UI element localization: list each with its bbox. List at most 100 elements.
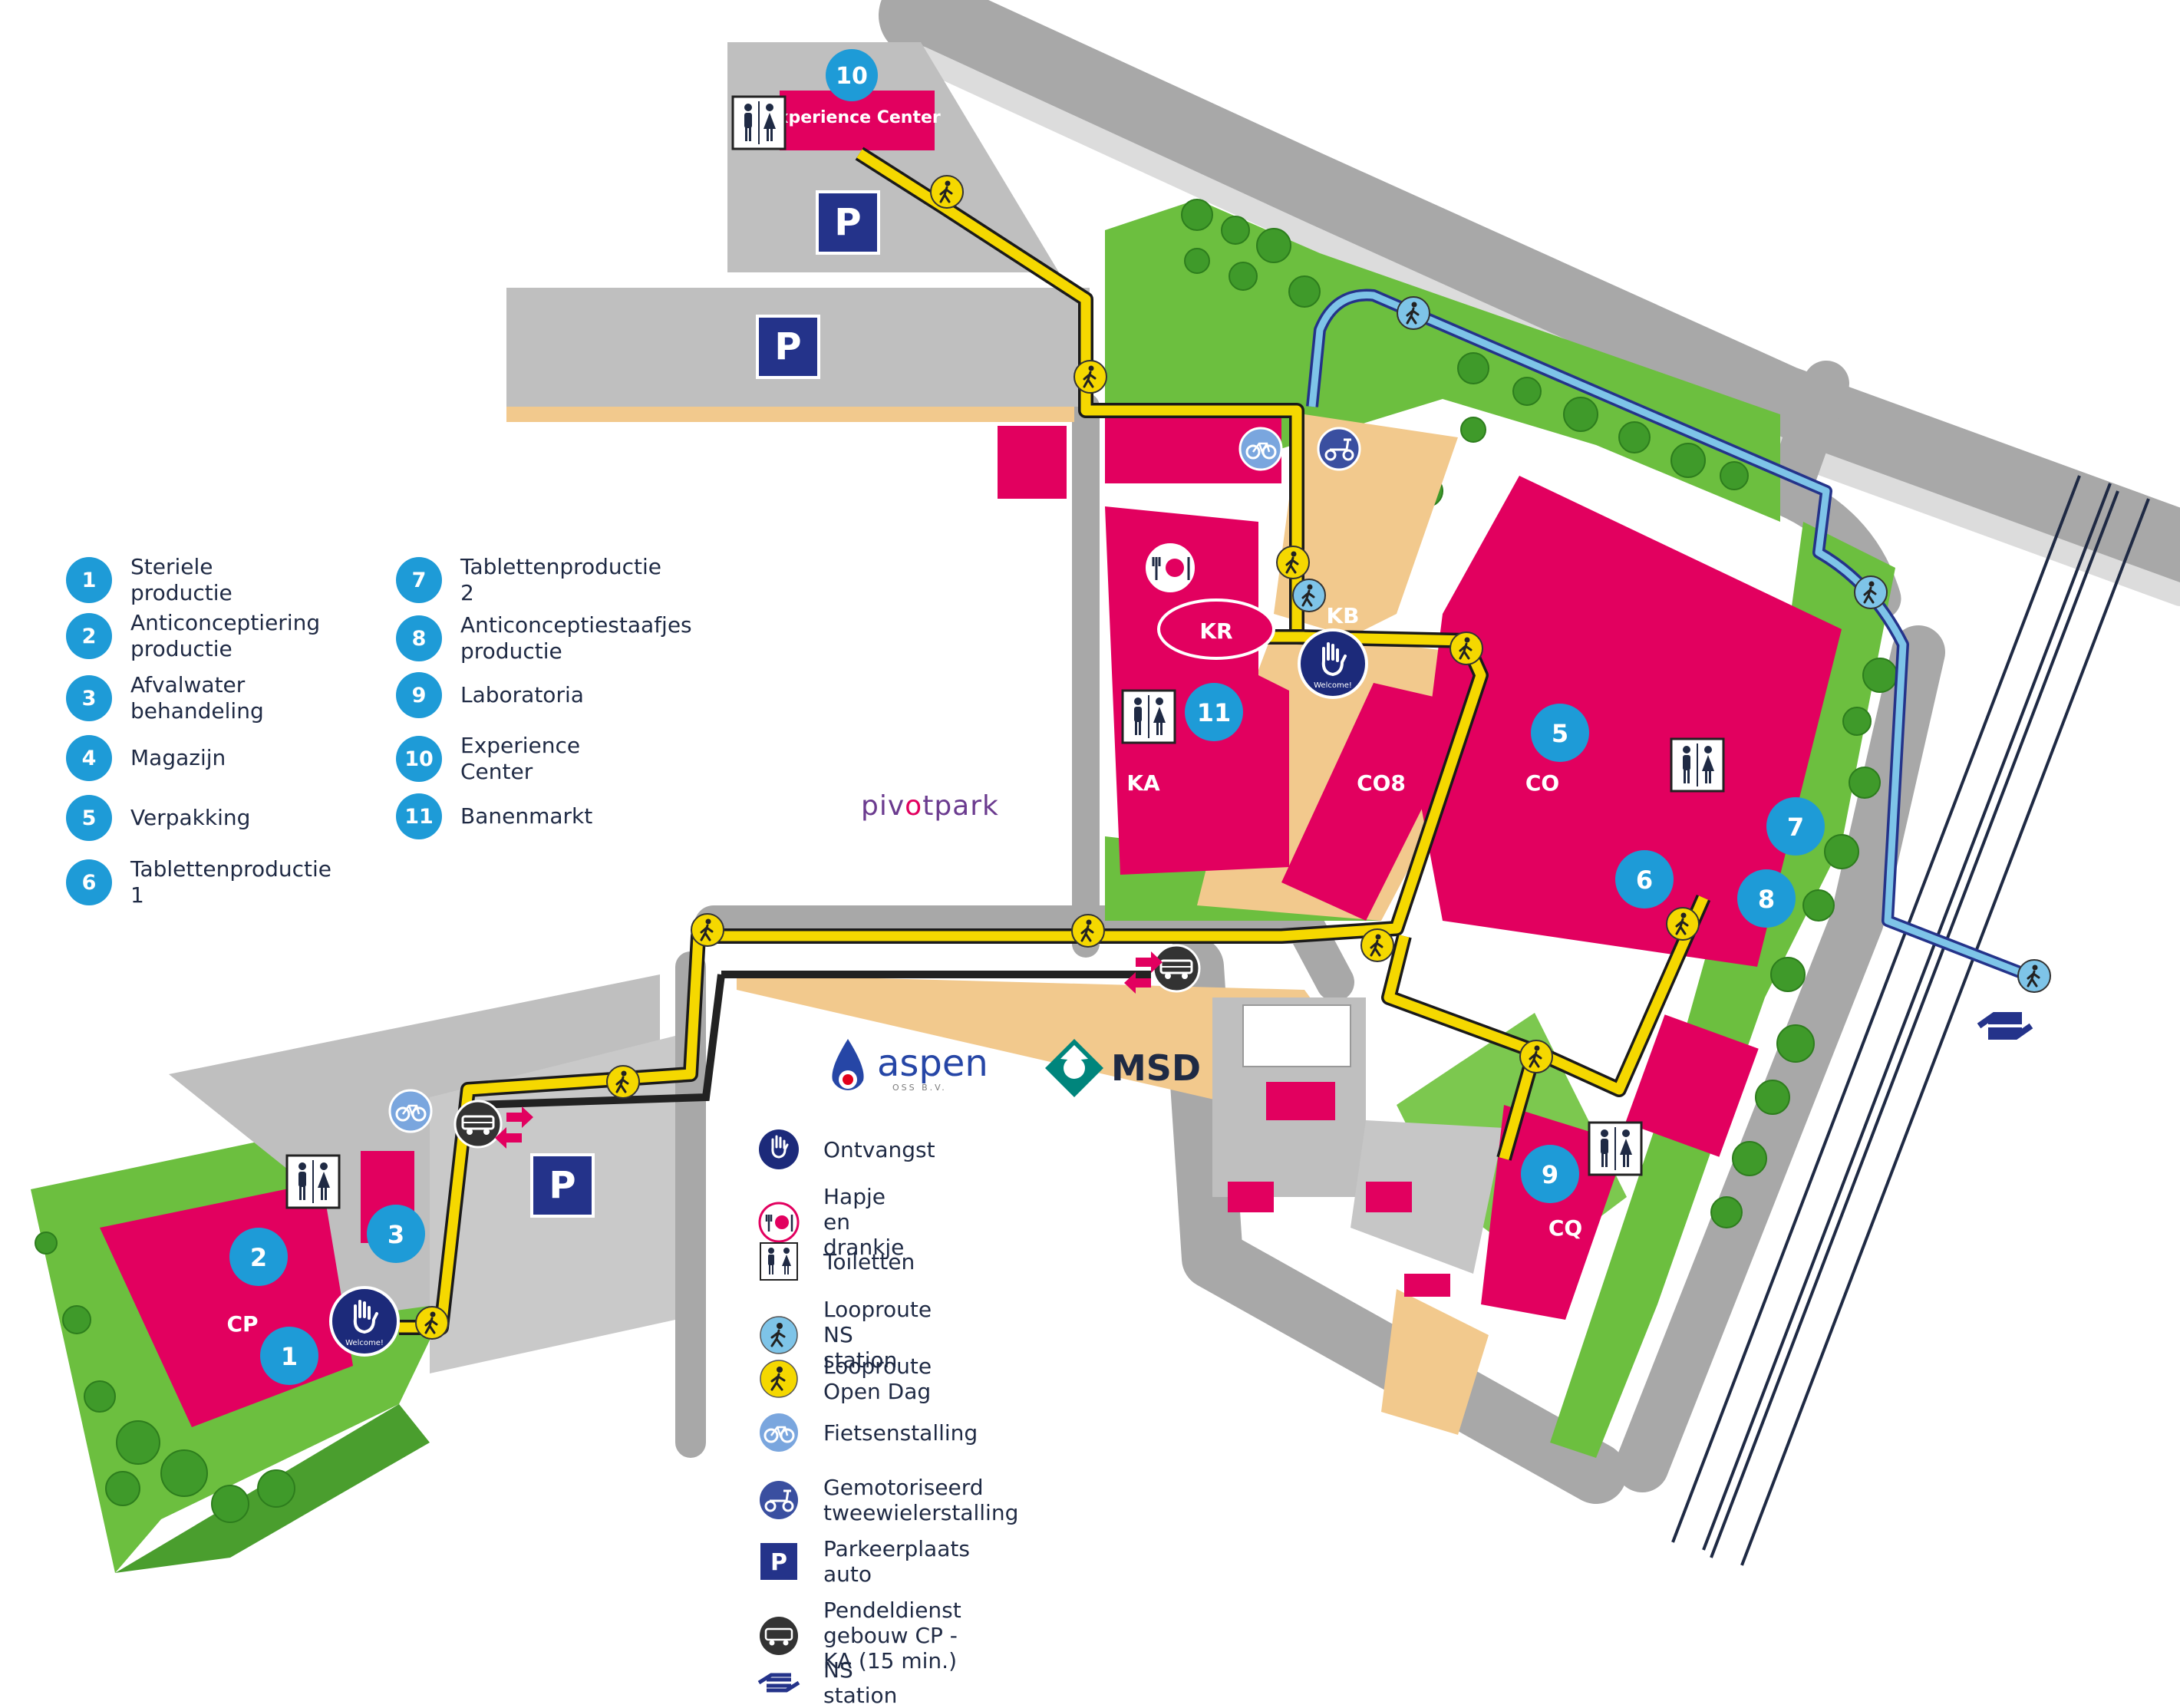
- legend-label: Banenmarkt: [460, 803, 593, 829]
- badge-11: 11: [1197, 698, 1232, 727]
- label-experience-center: Experience Center: [766, 108, 941, 127]
- building-east-low: [1625, 1014, 1759, 1157]
- label-cq: CQ: [1548, 1215, 1582, 1241]
- parking-icon: [756, 315, 820, 379]
- legend-item: 7 Tablettenproductie 2: [396, 554, 661, 606]
- legend-item: 1 Steriele productie: [66, 554, 233, 606]
- badge-10: 10: [836, 63, 868, 90]
- legend-badge: 6: [66, 859, 112, 905]
- legend-symbol-row: Fietsenstalling: [757, 1411, 978, 1454]
- bicycle-icon: [1238, 427, 1283, 471]
- building-white-south: [1242, 1004, 1351, 1067]
- legend-badge: 9: [396, 672, 442, 718]
- building-small-north: [998, 426, 1067, 499]
- legend-symbol-row: Toiletten: [757, 1240, 915, 1283]
- legend-label: Experience Center: [460, 733, 581, 784]
- legend-badge: 8: [396, 615, 442, 661]
- legend-label: Afvalwater behandeling: [130, 672, 264, 724]
- numbered-badges: 10 11 5 6 7 8 9 2 3 1: [229, 49, 1825, 1385]
- shuttle-icon: [453, 1100, 503, 1149]
- legend-badge: 7: [396, 557, 442, 603]
- walker-blue-icon: [757, 1314, 800, 1357]
- legend-label: Steriele productie: [130, 554, 233, 605]
- badge-5: 5: [1552, 719, 1568, 748]
- scooter-icon: [757, 1479, 800, 1522]
- label-co: CO: [1525, 770, 1559, 796]
- railway-tracks: [1671, 475, 2150, 1566]
- walker-yellow-icon: [757, 1357, 800, 1400]
- legend-item: 8 Anticonceptiestaafjes productie: [396, 612, 726, 664]
- building-small-s1: [1266, 1082, 1335, 1120]
- legend-symbol-row: Looproute Open Dag: [757, 1354, 932, 1404]
- legend-symbol-row: Ontvangst: [757, 1128, 935, 1171]
- food-drink-icon: [1143, 540, 1198, 595]
- legend-symbol-label: Parkeerplaats auto: [823, 1536, 970, 1587]
- legend-symbol-label: Looproute NS station: [823, 1297, 932, 1373]
- label-experience-center-text: Experience Center: [766, 108, 941, 127]
- building-small-s3: [1366, 1182, 1412, 1212]
- badge-2: 2: [250, 1243, 267, 1272]
- legend-label: Anticonceptiering productie: [130, 610, 321, 661]
- legend-symbol-label: Fietsenstalling: [823, 1419, 978, 1446]
- ns-logo-icon: [1977, 1012, 2033, 1040]
- legend-symbol-row: P Parkeerplaats auto: [757, 1536, 970, 1587]
- label-co8: CO8: [1357, 770, 1406, 796]
- badge-9: 9: [1542, 1160, 1558, 1189]
- aspen-sub: OSS B.V.: [892, 1082, 947, 1093]
- toilet-icon: [1670, 737, 1725, 793]
- legend-item: 5 Verpakking: [66, 795, 250, 841]
- parking-icon: [816, 190, 880, 255]
- welcome-hand-icon: [757, 1128, 800, 1171]
- aspen-drop-icon: [832, 1039, 864, 1090]
- welcome-hand-icon: Welcome!: [1298, 628, 1368, 699]
- aspen-name: aspen: [877, 1041, 988, 1085]
- building-co8: [1281, 683, 1473, 921]
- badge-3: 3: [388, 1220, 404, 1249]
- kr-highlight: [1157, 598, 1275, 660]
- legend-label: Tablettenproductie 1: [130, 856, 332, 908]
- toilet-icon: [731, 95, 787, 150]
- legend-label: Magazijn: [130, 745, 226, 770]
- welcome-label-cp: Welcome!: [345, 1339, 384, 1347]
- msd-name: MSD: [1111, 1047, 1202, 1089]
- route-shuttle: [475, 971, 1151, 1109]
- badge-8: 8: [1758, 885, 1775, 914]
- legend-symbol-label: Ontvangst: [823, 1136, 935, 1162]
- msd-mark-icon: [1045, 1039, 1103, 1097]
- pivotpark-logo: pivotpark: [861, 790, 999, 822]
- pivotpark-logo-start: piv: [861, 790, 905, 822]
- legend-label: Laboratoria: [460, 682, 584, 707]
- legend-label: Tablettenproductie 2: [460, 554, 662, 605]
- legend-item: 9 Laboratoria: [396, 672, 584, 718]
- legend-symbol-label: Hapje en drankje: [823, 1184, 905, 1260]
- toilet-icon: [1588, 1121, 1643, 1176]
- legend-badge: 3: [66, 675, 112, 721]
- legend-badge: 2: [66, 613, 112, 659]
- shuttle-arrows-icon: [495, 951, 1163, 1149]
- legend-symbol-row: Pendeldienst gebouw CP - KA (15 min.): [757, 1598, 961, 1673]
- pivotpark-logo-o: o: [905, 790, 923, 822]
- label-kr: KR: [1199, 618, 1232, 644]
- toilet-icon: [285, 1154, 341, 1209]
- shuttle-icon: [757, 1614, 800, 1657]
- legend-item: 6 Tablettenproductie 1: [66, 856, 331, 908]
- route-ns-station: [1306, 289, 2028, 981]
- legend-item: 4 Magazijn: [66, 735, 226, 781]
- legend-badge: 4: [66, 735, 112, 781]
- legend-symbol-row: Gemotoriseerd tweewielerstalling: [757, 1475, 1018, 1525]
- bicycle-icon: [388, 1089, 433, 1133]
- toilet-icon: [1121, 689, 1176, 744]
- badge-1: 1: [281, 1342, 298, 1371]
- welcome-label-ka: Welcome!: [1314, 681, 1352, 690]
- legend-symbol-label: Pendeldienst gebouw CP - KA (15 min.): [823, 1598, 961, 1673]
- legend-symbol-label: NS station: [823, 1657, 898, 1708]
- msd-logo: MSD: [1044, 1037, 1201, 1099]
- aspen-logo: aspen OSS B.V.: [825, 1037, 988, 1099]
- pivotpark-logo-end: tpark: [922, 790, 999, 822]
- legend-symbol-row: Looproute NS station: [757, 1297, 932, 1373]
- legend-symbol-row: Hapje en drankje: [757, 1184, 904, 1260]
- trees: [35, 199, 1898, 1523]
- label-kb: KB: [1326, 603, 1359, 628]
- badge-7: 7: [1787, 813, 1804, 842]
